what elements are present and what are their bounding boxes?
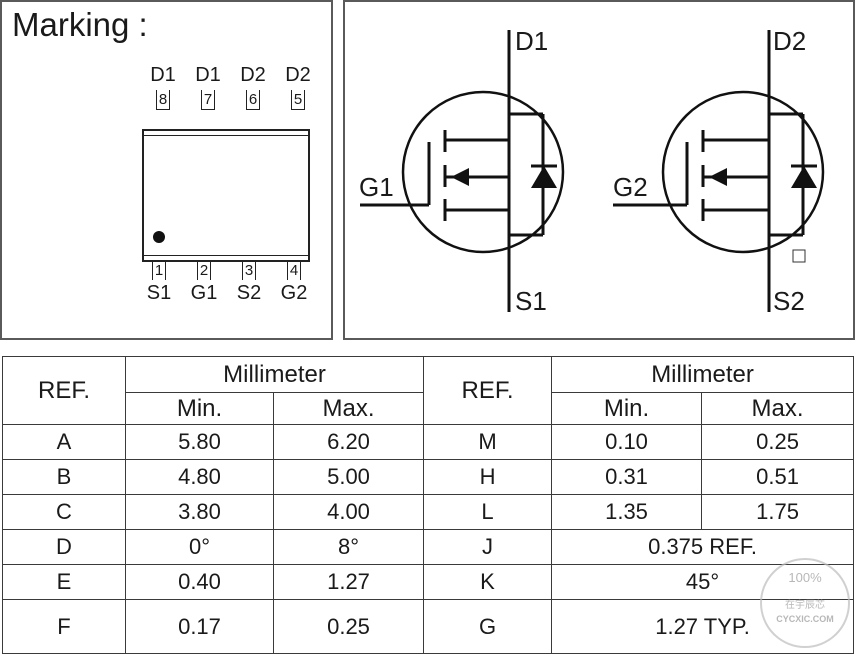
dimensions-table: REF. Millimeter REF. Millimeter Min. Max… xyxy=(2,356,855,654)
pin-label-7: D1 xyxy=(195,64,221,86)
drain2-label: D2 xyxy=(773,26,807,56)
pin-label-8: D1 xyxy=(150,64,176,86)
pin1-dot xyxy=(153,231,165,243)
ref-header-left: REF. xyxy=(2,356,126,425)
min-header-right: Min. xyxy=(551,392,703,425)
pin-number-5: 5 xyxy=(291,90,305,110)
min-cell: 0.40 xyxy=(125,564,274,600)
gate2-label: G2 xyxy=(613,172,648,202)
pin-label-3: S2 xyxy=(236,282,262,304)
mosfet-schematic xyxy=(360,30,825,312)
table-row: C 3.80 4.00 L 1.35 1.75 xyxy=(2,494,855,530)
pin-number-2: 2 xyxy=(197,260,211,280)
span-cell: 0.375 REF. xyxy=(551,529,855,565)
max-cell: 0.51 xyxy=(701,459,855,495)
max-cell: 1.27 xyxy=(272,564,425,600)
ref-cell: G xyxy=(423,599,553,654)
mosfet-1-channel-arrow xyxy=(451,168,469,186)
max-header-left: Max. xyxy=(272,392,425,425)
pin-number-3: 3 xyxy=(242,260,256,280)
ref-cell: M xyxy=(423,424,553,460)
unit-header-right: Millimeter xyxy=(551,356,855,393)
max-cell: 6.20 xyxy=(272,424,425,460)
pin-number-6: 6 xyxy=(246,90,260,110)
min-cell: 0.17 xyxy=(125,599,274,654)
pin-number-8: 8 xyxy=(156,90,170,110)
min-cell: 0.10 xyxy=(551,424,703,460)
pin-label-2: G1 xyxy=(190,282,218,304)
chip-body xyxy=(142,129,310,262)
gate1-label: G1 xyxy=(359,172,394,202)
max-cell: 0.25 xyxy=(701,424,855,460)
table-row: B 4.80 5.00 H 0.31 0.51 xyxy=(2,459,855,495)
mosfet-2-body-diode xyxy=(791,166,817,188)
mosfet-2-symbol xyxy=(613,30,825,312)
pin-label-4: G2 xyxy=(280,282,308,304)
ref-cell: J xyxy=(423,529,553,565)
pin-number-1: 1 xyxy=(152,260,166,280)
pin-number-7: 7 xyxy=(201,90,215,110)
pin-label-6: D2 xyxy=(240,64,266,86)
marking-panel: Marking : D1 8 D1 7 D2 6 D2 5 1 S1 2 G1 … xyxy=(0,0,333,340)
mosfet-1-symbol xyxy=(360,30,565,312)
pin-label-5: D2 xyxy=(285,64,311,86)
ref-cell: D xyxy=(2,529,126,565)
max-cell: 1.75 xyxy=(701,494,855,530)
marking-title: Marking : xyxy=(12,6,148,43)
ref-cell: A xyxy=(2,424,126,460)
anchor-handle xyxy=(792,249,806,263)
table-row: F 0.17 0.25 G 1.27 TYP. xyxy=(2,599,855,654)
source2-label: S2 xyxy=(773,286,805,316)
table-row: D 0° 8° J 0.375 REF. xyxy=(2,529,855,565)
table-row: A 5.80 6.20 M 0.10 0.25 xyxy=(2,424,855,460)
min-cell: 3.80 xyxy=(125,494,274,530)
drain1-label: D1 xyxy=(515,26,549,56)
min-cell: 4.80 xyxy=(125,459,274,495)
watermark-bottom: CYCXIC.COM xyxy=(776,614,834,624)
max-header-right: Max. xyxy=(701,392,855,425)
watermark-seal: 100% 在宇辰芯 CYCXIC.COM xyxy=(760,558,850,648)
pin-number-4: 4 xyxy=(287,260,301,280)
ref-cell: H xyxy=(423,459,553,495)
ref-cell: F xyxy=(2,599,126,654)
ref-cell: E xyxy=(2,564,126,600)
unit-header-left: Millimeter xyxy=(124,356,425,393)
mosfet-1-body-diode xyxy=(531,166,557,188)
ref-cell: C xyxy=(2,494,126,530)
max-cell: 0.25 xyxy=(272,599,425,654)
min-cell: 5.80 xyxy=(125,424,274,460)
min-cell: 0.31 xyxy=(551,459,703,495)
mosfet-2-channel-arrow xyxy=(709,168,727,186)
table-row: E 0.40 1.27 K 45° xyxy=(2,564,855,600)
watermark-top: 100% xyxy=(788,570,822,585)
source1-label: S1 xyxy=(515,286,547,316)
max-cell: 8° xyxy=(272,529,425,565)
ref-cell: L xyxy=(423,494,553,530)
pin-label-1: S1 xyxy=(146,282,172,304)
ref-cell: B xyxy=(2,459,126,495)
max-cell: 4.00 xyxy=(272,494,425,530)
min-cell: 1.35 xyxy=(551,494,703,530)
max-cell: 5.00 xyxy=(272,459,425,495)
watermark-middle: 在宇辰芯 xyxy=(785,600,825,611)
min-header-left: Min. xyxy=(125,392,274,425)
ref-cell: K xyxy=(423,564,553,600)
ref-header-right: REF. xyxy=(423,356,553,425)
min-cell: 0° xyxy=(125,529,274,565)
schematic-panel: D1 G1 S1 D2 G2 S2 xyxy=(343,0,855,340)
